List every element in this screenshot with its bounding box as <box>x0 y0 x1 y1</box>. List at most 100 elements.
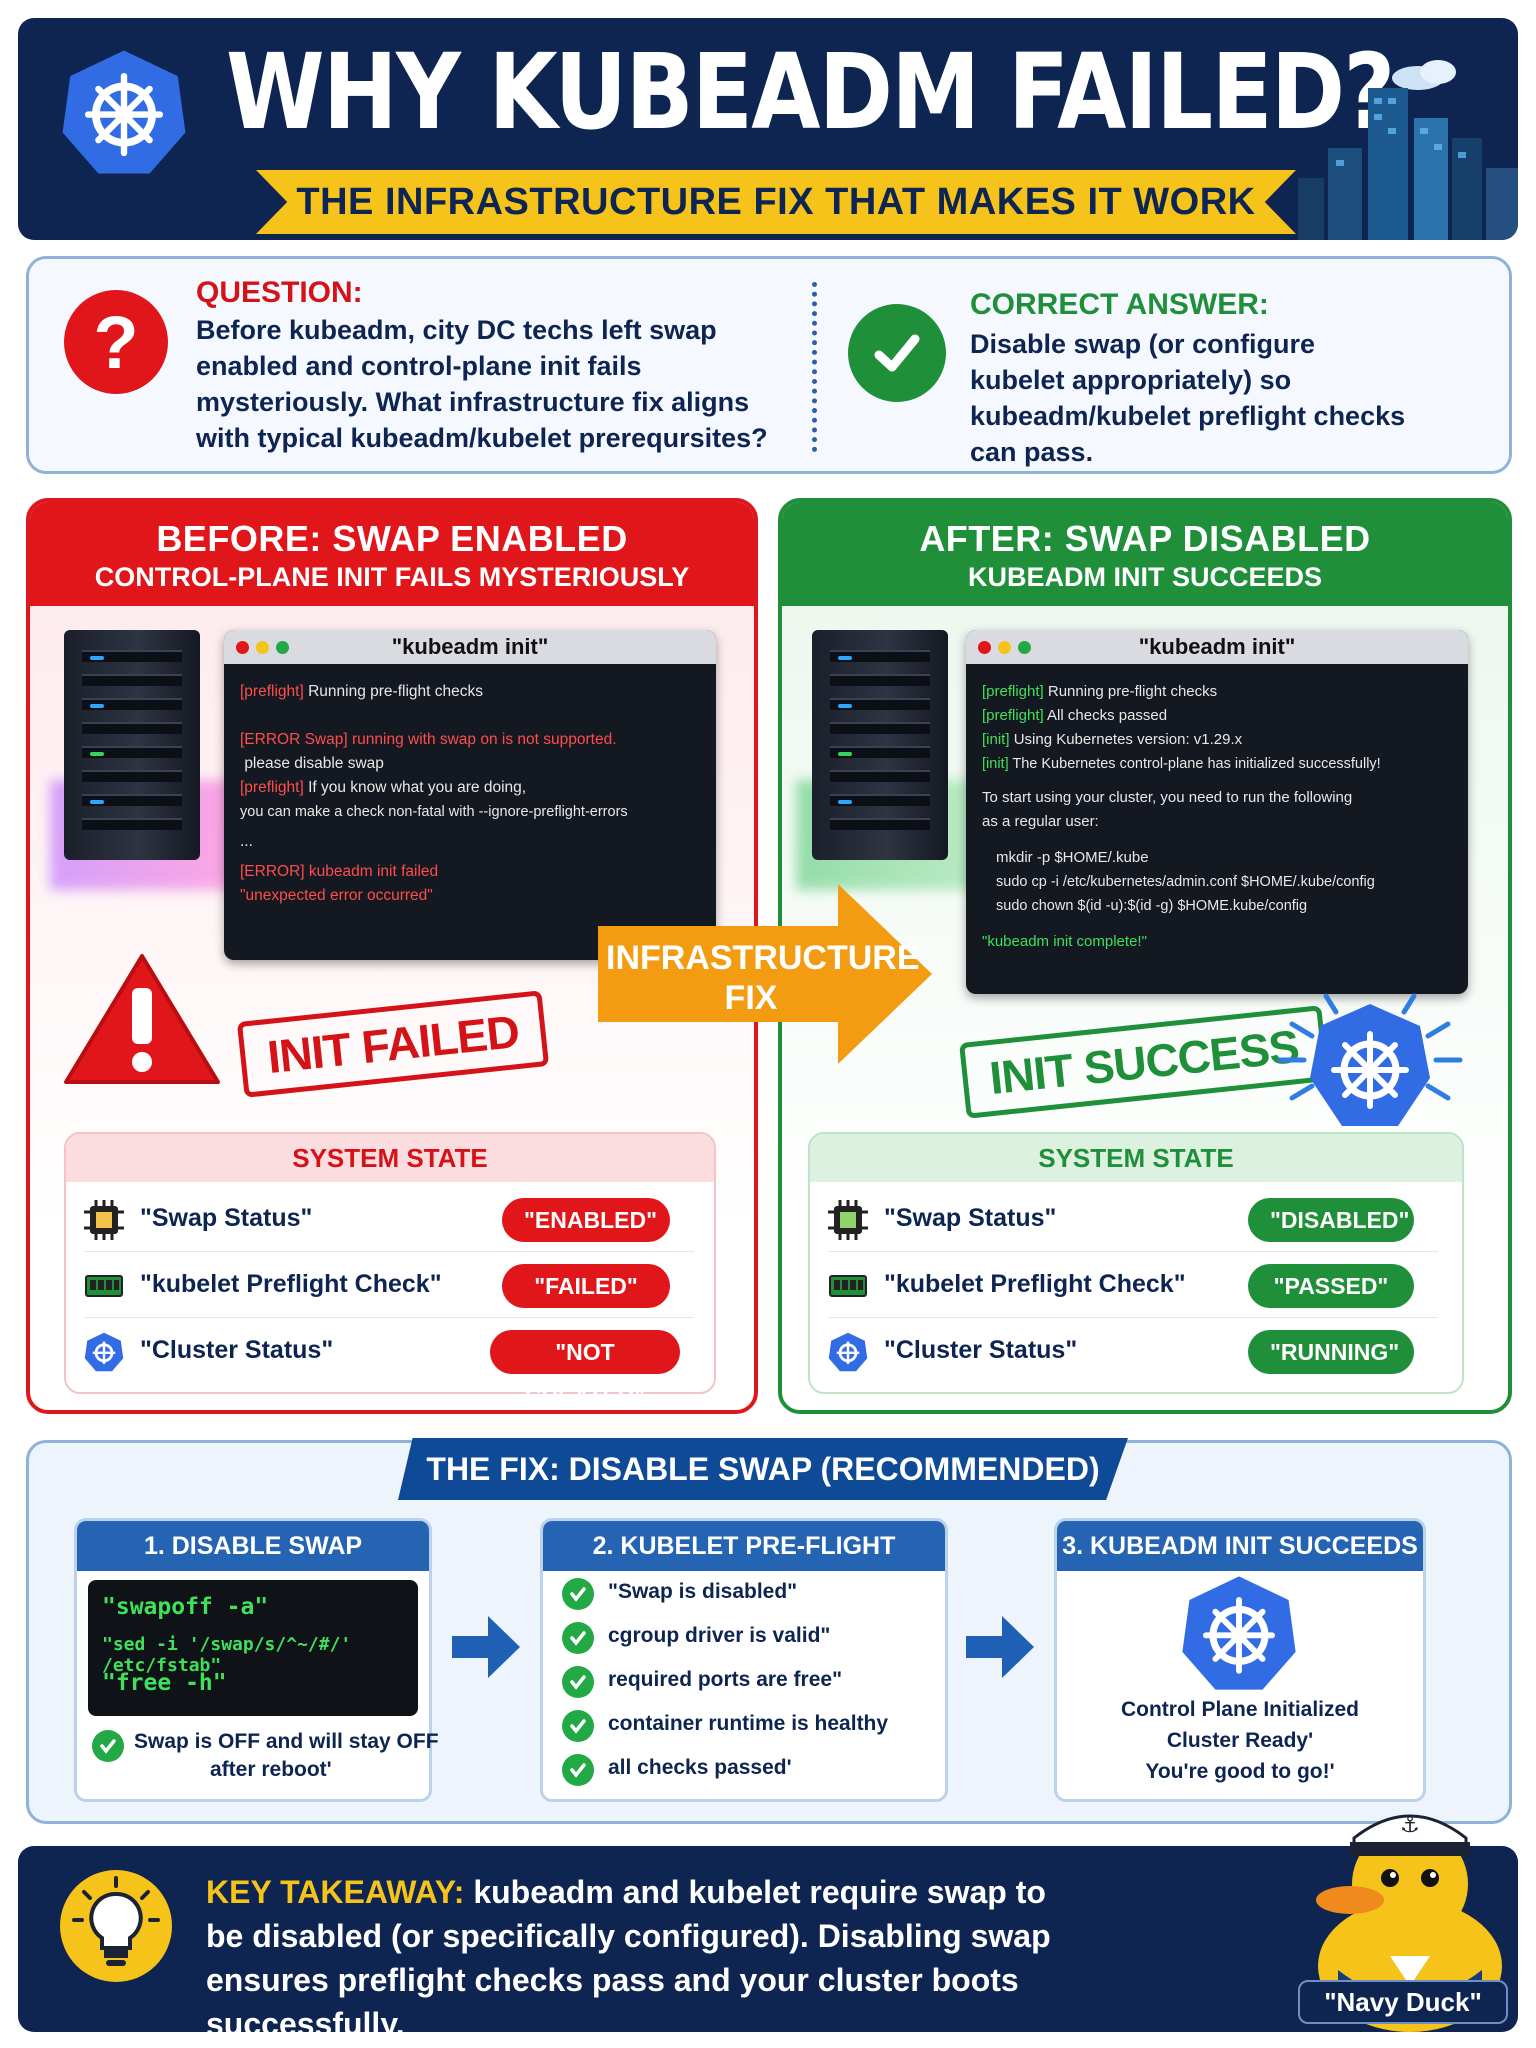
next-arrow-icon <box>452 1616 520 1678</box>
takeaway-label: KEY TAKEAWAY: <box>206 1874 465 1910</box>
state-row: "kubelet Preflight Check" "PASSED" <box>828 1258 1448 1318</box>
state-row: "Swap Status" "DISABLED" <box>828 1192 1448 1252</box>
status-badge: "FAILED" <box>502 1264 670 1308</box>
kubernetes-helm-icon <box>62 50 186 174</box>
log-tag: [init] <box>982 731 1010 748</box>
check-item: all checks passed' <box>608 1756 792 1779</box>
question-label: QUESTION: <box>196 276 363 309</box>
swap-off-note: Swap is OFF and will stay OFF <box>134 1730 439 1753</box>
page-subtitle: THE INFRASTRUCTURE FIX THAT MAKES IT WOR… <box>296 180 1256 223</box>
log-text: mkdir -p $HOME/.kube <box>996 849 1149 866</box>
status-badge: "RUNNING" <box>1248 1330 1414 1374</box>
fix-arrow-line2: FIX <box>724 979 778 1017</box>
warning-triangle-icon <box>64 954 220 1084</box>
state-row: "kubelet Preflight Check" "FAILED" <box>84 1258 704 1318</box>
check-item: required ports are free" <box>608 1668 843 1691</box>
close-dot-icon <box>236 641 249 654</box>
check-icon <box>562 1666 594 1698</box>
fix-arrow-line1: INFRASTRUCTURE <box>606 939 920 977</box>
check-icon <box>562 1622 594 1654</box>
kubernetes-icon <box>828 1332 868 1372</box>
log-tag: [preflight] <box>982 683 1044 700</box>
cpu-chip-icon <box>84 1200 124 1240</box>
log-text: running with swap on is not supported. <box>351 731 617 748</box>
server-rack-icon <box>64 630 200 860</box>
header-banner: WHY KUBEADM FAILED? THE INFRASTRUCTURE F… <box>18 18 1518 240</box>
fix-arrow-label: INFRASTRUCTURE FIX <box>606 938 920 1018</box>
maximize-dot-icon <box>276 641 289 654</box>
state-row: "Cluster Status" "RUNNING" <box>828 1324 1448 1380</box>
log-tag: [preflight] <box>982 707 1044 724</box>
state-title: SYSTEM STATE <box>66 1134 714 1182</box>
step-title: 2. KUBELET PRE-FLIGHT CHECKS <box>543 1521 945 1610</box>
status-badge: "DISABLED" <box>1248 1198 1414 1242</box>
before-subtitle: CONTROL-PLANE INIT FAILS MYSTERIOUSLY <box>94 562 690 592</box>
status-badge: "ENABLED" <box>502 1198 670 1242</box>
log-text: Running pre-flight checks <box>1047 683 1218 700</box>
log-text: sudo cp -i /etc/kubernetes/admin.conf $H… <box>996 874 1375 890</box>
state-row: "Swap Status" "ENABLED" <box>84 1192 704 1252</box>
fix-title: THE FIX: DISABLE SWAP (RECOMMENDED) <box>426 1450 1100 1487</box>
lightbulb-icon <box>60 1870 172 1982</box>
log-tag: [preflight] <box>240 683 304 700</box>
log-text: Using Kubernetes version: v1.29.x <box>1013 731 1243 748</box>
command-line: "swapoff -a" <box>102 1594 269 1620</box>
next-arrow-icon <box>966 1616 1034 1678</box>
takeaway-text-block: KEY TAKEAWAY: kubeadm and kubelet requir… <box>206 1870 1086 2046</box>
checkmark-icon <box>848 304 946 402</box>
minimize-dot-icon <box>256 641 269 654</box>
takeaway-banner <box>18 1846 1518 2032</box>
before-header: BEFORE: SWAP ENABLED CONTROL-PLANE INIT … <box>30 502 754 606</box>
question-text: Before kubeadm, city DC techs left swap … <box>196 315 768 453</box>
kubernetes-icon <box>1182 1576 1296 1690</box>
after-system-state: SYSTEM STATE "Swap Status" "DISABLED" "k… <box>808 1132 1464 1394</box>
log-text: as a regular user: <box>982 813 1099 830</box>
log-text: sudo chown $(id -u):$(id -g) $HOME.kube/… <box>996 898 1308 914</box>
log-text: To start using your cluster, you need to… <box>982 789 1353 806</box>
terminal-output: [preflight] Running pre-flight checks [p… <box>982 680 1458 954</box>
question-mark-icon: ? <box>64 290 168 394</box>
maximize-dot-icon <box>1018 641 1031 654</box>
cluster-status-label: "Cluster Status" <box>140 1336 334 1364</box>
kubelet-check-label: "kubelet Preflight Check" <box>884 1270 1186 1298</box>
init-result-line: You're good to go!' <box>1145 1760 1335 1783</box>
check-icon <box>562 1710 594 1742</box>
step-title: 1. DISABLE SWAP <box>77 1521 429 1571</box>
check-icon <box>92 1730 124 1762</box>
mascot-name-tag: "Navy Duck" <box>1298 1980 1508 2024</box>
init-result-line: Control Plane Initialized <box>1120 1698 1360 1721</box>
after-title: AFTER: SWAP DISABLED <box>919 518 1371 559</box>
log-tag: [init] <box>982 756 1009 772</box>
after-subtitle: KUBEADM INIT SUCCEEDS <box>967 562 1323 592</box>
log-text: you can make a check non-fatal with --ig… <box>240 804 628 820</box>
answer-text: Disable swap (or configure kubelet appro… <box>970 329 1406 467</box>
city-skyline <box>1298 60 1518 240</box>
before-title: BEFORE: SWAP ENABLED <box>156 518 628 559</box>
minimize-dot-icon <box>998 641 1011 654</box>
page-title: WHY KUBEADM FAILED? <box>226 31 1395 153</box>
log-text: ... <box>240 833 253 850</box>
dotted-divider <box>812 282 817 452</box>
fix-banner: THE FIX: DISABLE SWAP (RECOMMENDED) <box>398 1438 1128 1500</box>
check-item: container runtime is healthy <box>608 1712 889 1735</box>
question-answer-panel <box>26 256 1512 474</box>
status-badge: "NOT CREATED" <box>490 1330 680 1409</box>
check-icon <box>562 1754 594 1786</box>
terminal-titlebar: "kubeadm init" <box>224 630 716 664</box>
kubelet-check-label: "kubelet Preflight Check" <box>140 1270 442 1298</box>
takeaway-text: kubeadm and kubelet require swap to be d… <box>206 1874 1051 2042</box>
close-dot-icon <box>978 641 991 654</box>
before-system-state: SYSTEM STATE "Swap Status" "ENABLED" "ku… <box>64 1132 716 1409</box>
memory-module-icon <box>829 1275 867 1297</box>
log-text: "kubeadm init complete!" <box>982 933 1147 950</box>
log-text: kubeadm init failed <box>308 863 439 880</box>
server-rack-icon <box>812 630 948 860</box>
log-tag: [ERROR Swap] <box>240 731 348 748</box>
command-line: "sed -i '/swap/s/^~/#/' /etc/fstab" <box>102 1634 352 1676</box>
check-item: cgroup driver is valid" <box>608 1624 831 1647</box>
swap-status-label: "Swap Status" <box>140 1204 313 1232</box>
fix-arrow-icon <box>598 884 932 1064</box>
step-title: 3. KUBEADM INIT SUCCEEDS <box>1057 1521 1423 1571</box>
log-text: Running pre-flight checks <box>308 683 483 700</box>
log-text: If you know what you are doing, <box>308 779 527 796</box>
